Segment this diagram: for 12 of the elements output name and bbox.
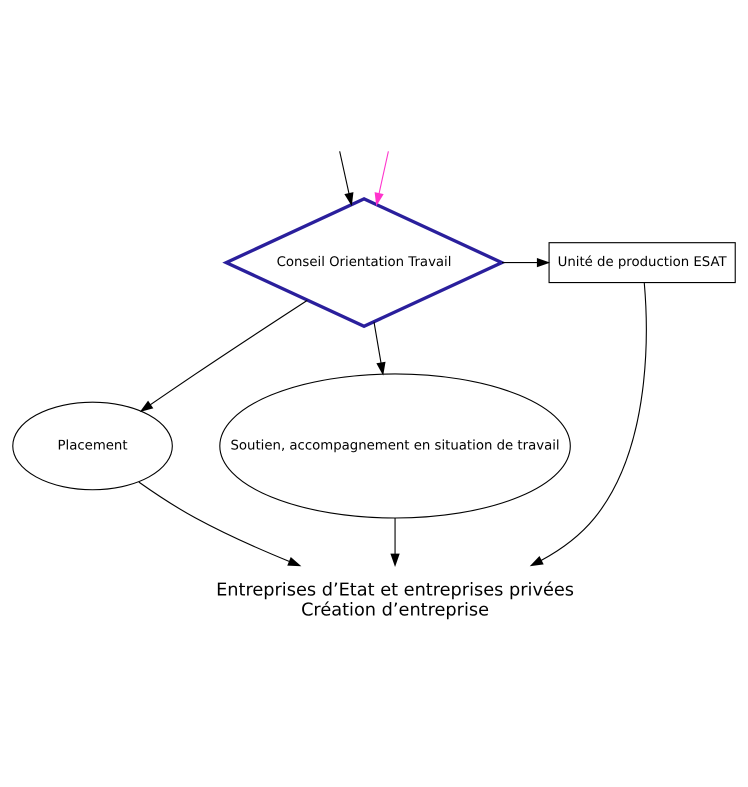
node-box: Unité de production ESAT (548, 242, 736, 284)
arrow (373, 322, 386, 376)
arrow (502, 258, 550, 268)
arrow (138, 482, 302, 566)
arrow (339, 151, 354, 206)
arrow (374, 151, 389, 206)
node-diamond: Conseil Orientation Travail (222, 197, 506, 328)
arrow (140, 300, 308, 412)
node-ellipse: Soutien, accompagnement en situation de travail (219, 373, 571, 519)
arrow (390, 518, 400, 567)
node-text: Entreprises d’Etat et entreprises privées Création d’entreprise (216, 580, 574, 620)
arrow (530, 282, 647, 566)
